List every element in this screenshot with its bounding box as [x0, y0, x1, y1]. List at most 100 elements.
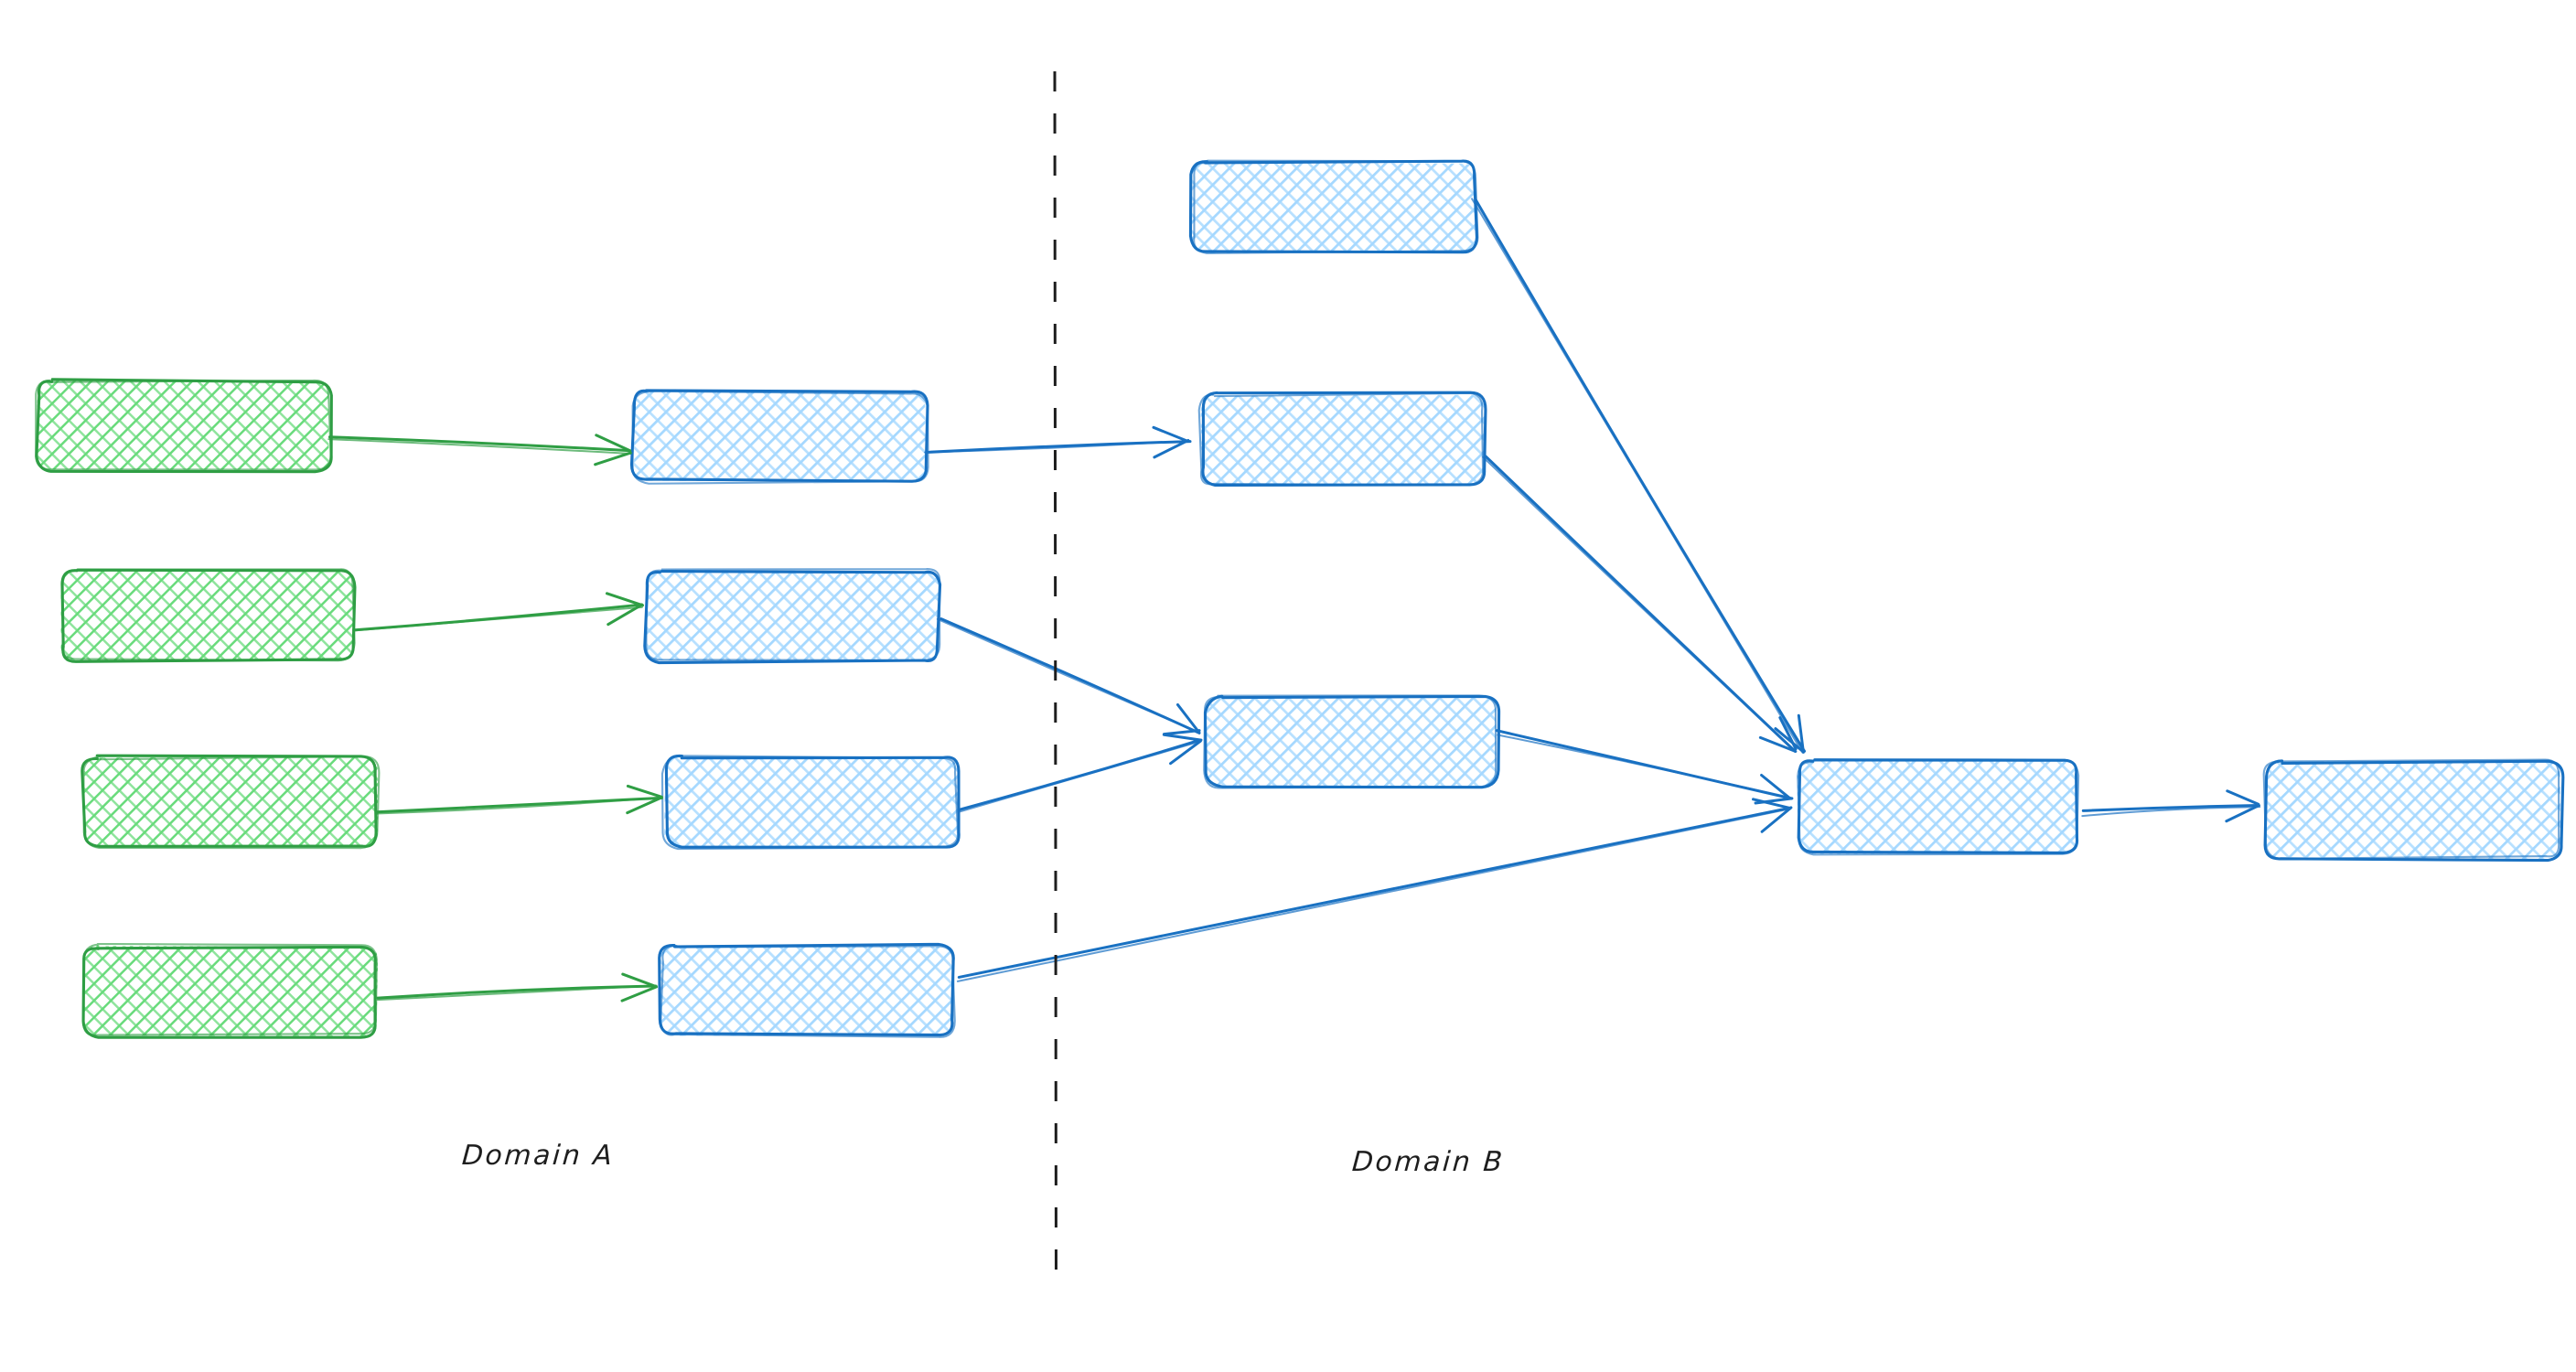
nodes-layer — [35, 159, 2565, 1039]
process-node-b2[interactable] — [643, 568, 942, 665]
source-node-a1[interactable] — [35, 378, 333, 474]
node-outline — [1197, 391, 1485, 487]
node-outline — [35, 379, 332, 471]
target-node-c3[interactable] — [1203, 694, 1501, 789]
edge-line — [959, 740, 1201, 813]
domain-b-label: Domain B — [1350, 1146, 1506, 1178]
edge-line — [936, 617, 1200, 734]
node-fill-hatch-secondary — [1191, 162, 1476, 254]
node-outline — [81, 942, 378, 1036]
edge-arrowhead — [626, 796, 662, 815]
node-fill-hatch-secondary — [37, 381, 329, 470]
edge-arrowhead — [1760, 806, 1793, 833]
edge-arrowhead — [1778, 716, 1798, 751]
domain-divider — [1053, 70, 1057, 1281]
edge-line — [327, 435, 630, 453]
edge-line — [1475, 198, 1807, 753]
edge-line — [1471, 198, 1804, 754]
node-outline — [1203, 694, 1497, 789]
edge-a3-b3[interactable] — [375, 784, 663, 815]
edge-arrowhead — [626, 784, 663, 799]
domain-a-label: Domain A — [460, 1140, 616, 1172]
edge-b2-c3[interactable] — [936, 617, 1201, 736]
edge-arrowhead — [1153, 438, 1190, 459]
node-fill-hatch-secondary — [82, 944, 379, 1036]
node-fill-hatch-secondary — [646, 569, 939, 661]
divider-layer — [1053, 70, 1057, 1281]
node-fill-hatch-secondary — [1797, 760, 2078, 854]
node-outline — [2263, 759, 2565, 863]
node-outline — [660, 755, 960, 851]
edge-arrowhead — [1754, 797, 1794, 805]
edge-line — [376, 984, 658, 1002]
edge-arrowhead — [1169, 739, 1202, 766]
edge-arrowhead — [2225, 804, 2260, 823]
edge-line — [2081, 804, 2260, 812]
edge-arrowhead — [606, 603, 644, 627]
edge-c3-hub[interactable] — [1495, 729, 1794, 805]
target-node-c2[interactable] — [1197, 391, 1487, 488]
edge-arrowhead — [1758, 735, 1798, 753]
edge-b4-hub[interactable] — [956, 798, 1793, 982]
node-outline — [660, 945, 956, 1038]
edge-b1-c2[interactable] — [924, 425, 1192, 459]
edge-arrowhead — [1162, 733, 1203, 742]
edge-a4-b4[interactable] — [376, 972, 659, 1002]
edge-b3-c3[interactable] — [957, 733, 1203, 813]
edge-arrowhead — [621, 972, 657, 988]
node-outline — [80, 754, 378, 848]
edge-line — [327, 438, 632, 455]
node-outline — [82, 755, 381, 850]
node-fill-hatch-secondary — [1205, 696, 1497, 788]
edge-a2-b2[interactable] — [352, 592, 645, 632]
node-fill-hatch-secondary — [84, 756, 379, 848]
aggregate-node-hub[interactable] — [1797, 758, 2080, 856]
edge-line — [956, 808, 1792, 982]
target-node-c1[interactable] — [1188, 159, 1479, 254]
source-node-a4[interactable] — [81, 942, 379, 1039]
edge-line — [1497, 734, 1792, 799]
node-outline — [61, 568, 356, 662]
edge-line — [1482, 456, 1796, 753]
node-outline — [1193, 159, 1479, 254]
node-fill-hatch-secondary — [664, 756, 959, 848]
edge-arrowhead — [1797, 713, 1805, 754]
node-outline — [2262, 758, 2560, 860]
edge-arrowhead — [2226, 789, 2260, 806]
node-outline — [1797, 759, 2080, 856]
edge-arrowhead — [620, 985, 659, 1002]
edge-arrowhead — [1774, 727, 1805, 753]
edge-line — [375, 797, 661, 815]
node-fill-hatch-secondary — [60, 571, 355, 661]
node-outline — [35, 378, 333, 474]
node-fill-hatch-secondary — [2265, 760, 2561, 860]
node-fill-hatch-secondary — [633, 391, 928, 482]
edge-line — [353, 606, 643, 632]
edge-line — [2081, 806, 2261, 818]
edge-arrowhead — [1152, 425, 1190, 443]
process-node-b3[interactable] — [660, 754, 961, 851]
edges-layer — [327, 198, 2261, 1002]
edge-arrowhead — [595, 434, 632, 453]
edge-arrowhead — [1163, 729, 1201, 736]
node-outline — [631, 390, 929, 485]
edge-arrowhead — [1175, 702, 1201, 734]
edge-line — [957, 806, 1792, 979]
edge-c2-hub[interactable] — [1482, 455, 1798, 753]
process-node-b1[interactable] — [629, 389, 929, 485]
edge-arrowhead — [1760, 773, 1792, 800]
edge-arrowhead — [1752, 798, 1792, 810]
edge-a1-b1[interactable] — [327, 434, 632, 466]
edge-c1-hub[interactable] — [1471, 198, 1807, 754]
node-outline — [645, 568, 941, 662]
process-node-b4[interactable] — [658, 942, 956, 1038]
node-fill-hatch-secondary — [660, 944, 954, 1036]
edge-hub-out[interactable] — [2081, 789, 2261, 823]
source-node-a3[interactable] — [80, 754, 381, 850]
edge-arrowhead — [605, 592, 645, 607]
output-node-final[interactable] — [2262, 758, 2565, 863]
node-fill-hatch-secondary — [1200, 393, 1486, 486]
source-node-a2[interactable] — [60, 568, 357, 663]
